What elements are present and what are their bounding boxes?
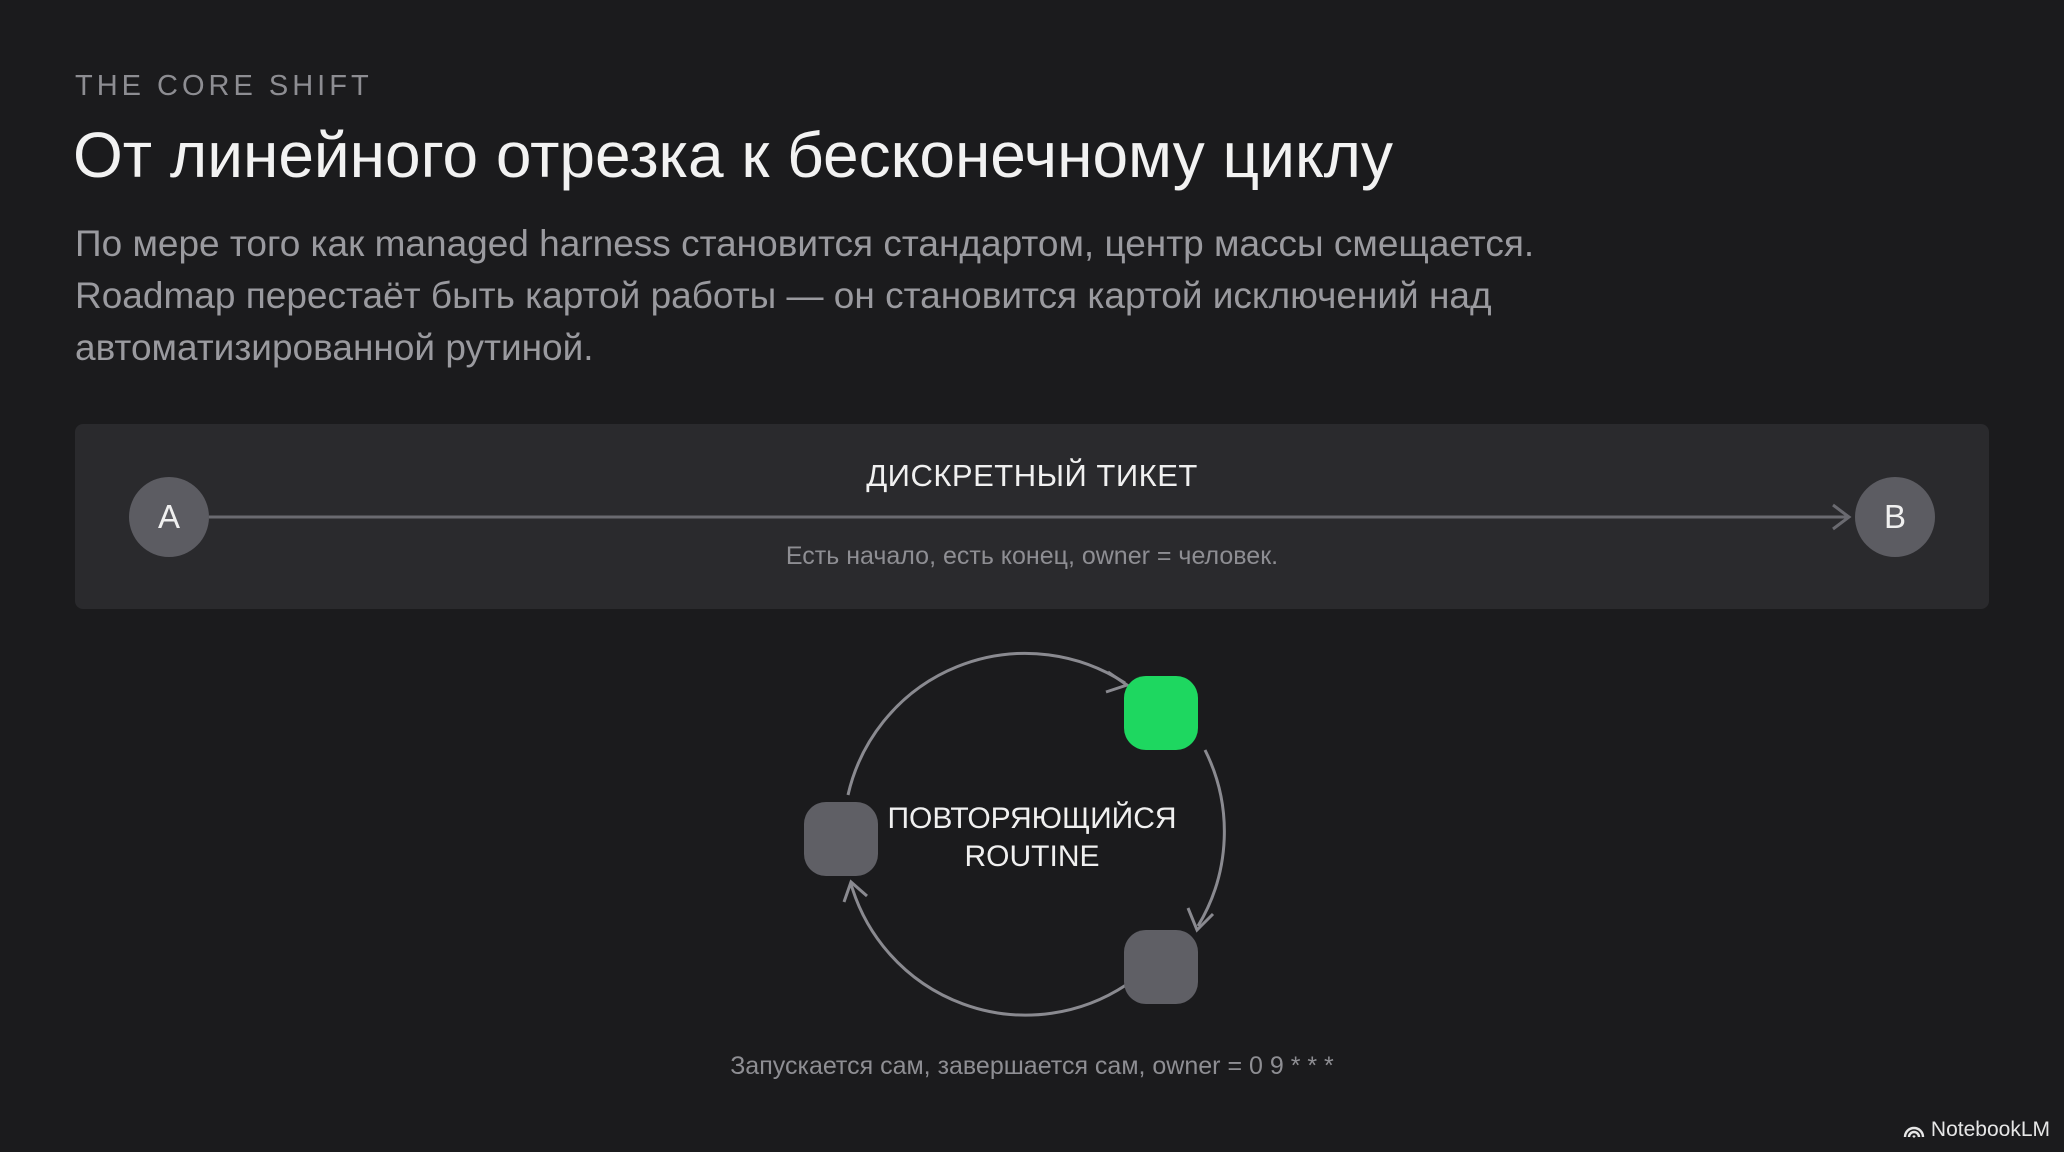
brand-watermark: NotebookLM	[1903, 1118, 2050, 1142]
cycle-node-bottom	[1124, 930, 1198, 1004]
page-subtitle: По мере того как managed harness станови…	[75, 218, 1775, 374]
page-title: От линейного отрезка к бесконечному цикл…	[73, 119, 1393, 191]
section-eyebrow: THE CORE SHIFT	[75, 70, 373, 102]
arrow-head-icon	[842, 879, 868, 903]
cycle-node-active	[1124, 676, 1198, 750]
cycle-arc-bottom	[849, 883, 1127, 1017]
brand-name: NotebookLM	[1930, 1118, 2050, 1141]
cycle-caption: Запускается сам, завершается сам, owner …	[730, 1052, 1334, 1080]
cycle-label-line: ROUTINE	[964, 840, 1100, 873]
subtitle-line: По мере того как managed harness станови…	[75, 223, 1535, 264]
cycle-arc-top	[846, 651, 1126, 796]
ticket-arrow	[209, 503, 1852, 531]
subtitle-line: автоматизированной рутиной.	[75, 327, 594, 368]
notebooklm-logo-icon	[1903, 1126, 1925, 1139]
ticket-start-node: A	[129, 477, 209, 557]
ticket-caption: Есть начало, есть конец, owner = человек…	[785, 542, 1279, 570]
cycle-arc-right	[1196, 749, 1226, 927]
routine-cycle-diagram	[804, 651, 1226, 1017]
arrow-head-icon	[1186, 907, 1215, 933]
cycle-label-line: ПОВТОРЯЮЩИЙСЯ	[887, 802, 1177, 835]
ticket-title: ДИСКРЕТНЫЙ ТИКЕТ	[866, 458, 1198, 493]
cycle-node-left	[804, 802, 878, 876]
discrete-ticket-panel: ДИСКРЕТНЫЙ ТИКЕТ A B Есть начало, есть к…	[75, 424, 1989, 609]
cycle-label: ПОВТОРЯЮЩИЙСЯ ROUTINE	[832, 800, 1232, 876]
ticket-end-node: B	[1855, 477, 1935, 557]
subtitle-line: Roadmap перестаёт быть картой работы — о…	[75, 275, 1492, 316]
arrow-head-icon	[1832, 503, 1852, 531]
arrow-head-icon	[1105, 670, 1131, 694]
